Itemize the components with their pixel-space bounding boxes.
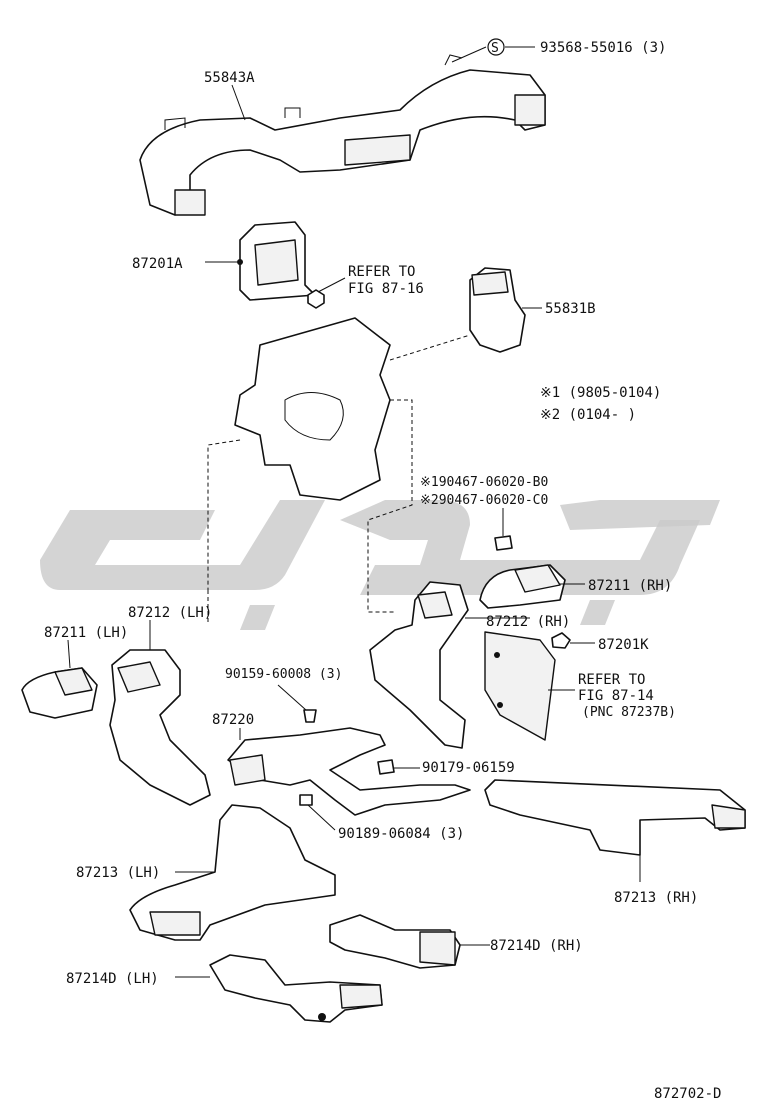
label-87201K: 87201K bbox=[598, 637, 649, 653]
svg-text:S: S bbox=[491, 41, 499, 56]
part-87213-RH bbox=[484, 779, 746, 856]
clip-90179 bbox=[377, 759, 395, 775]
label-55843A: 55843A bbox=[204, 70, 255, 86]
label-87220: 87220 bbox=[212, 712, 254, 728]
label-87213-RH: 87213 (RH) bbox=[614, 890, 698, 906]
part-87201A bbox=[237, 221, 316, 301]
s-mark-icon: S bbox=[487, 38, 505, 56]
part-87220 bbox=[227, 727, 471, 816]
note-1: ※1 (9805-0104) bbox=[540, 385, 661, 401]
label-pnc-87237B: (PNC 87237B) bbox=[582, 705, 676, 720]
label-87212-RH: 87212 (RH) bbox=[486, 614, 570, 630]
label-87214D-LH: 87214D (LH) bbox=[66, 971, 159, 987]
part-87211-LH bbox=[21, 667, 98, 719]
part-87213-LH bbox=[129, 804, 336, 941]
part-87212-LH bbox=[109, 649, 211, 806]
label-90159-60008: 90159-60008 (3) bbox=[225, 667, 342, 682]
label-87212-LH: 87212 (LH) bbox=[128, 605, 212, 621]
bolt-icon bbox=[494, 535, 513, 551]
label-90189-06084: 90189-06084 (3) bbox=[338, 826, 464, 842]
part-55843A bbox=[139, 54, 546, 216]
label-bolt-2: ※290467-06020-C0 bbox=[420, 493, 548, 508]
part-87214D-RH bbox=[329, 914, 461, 969]
part-55831B bbox=[469, 267, 526, 353]
label-bolt-1: ※190467-06020-B0 bbox=[420, 475, 548, 490]
label-fig-87-16: FIG 87-16 bbox=[348, 281, 424, 297]
label-90179-06159: 90179-06159 bbox=[422, 760, 515, 776]
label-87214D-RH: 87214D (RH) bbox=[490, 938, 583, 954]
nut-icon bbox=[307, 289, 325, 309]
watermark-logo bbox=[40, 500, 720, 630]
label-87211-RH: 87211 (RH) bbox=[588, 578, 672, 594]
screw-icon-2 bbox=[299, 794, 313, 806]
note-2: ※2 (0104- ) bbox=[540, 407, 636, 423]
part-87211-RH bbox=[479, 564, 566, 609]
label-55831B: 55831B bbox=[545, 301, 596, 317]
heater-unit-outline bbox=[234, 317, 391, 501]
label-87201A: 87201A bbox=[132, 256, 183, 272]
part-87214D-LH bbox=[209, 954, 383, 1023]
label-87213-LH: 87213 (LH) bbox=[76, 865, 160, 881]
label-refer-to-2: REFER TO bbox=[578, 672, 645, 688]
cover-panel bbox=[484, 631, 556, 741]
clip-87201K bbox=[551, 632, 571, 649]
label-93568-55016: 93568-55016 (3) bbox=[540, 40, 666, 56]
screw-icon bbox=[303, 709, 317, 723]
diagram-id: 872702-D bbox=[654, 1086, 721, 1102]
label-fig-87-14: FIG 87-14 bbox=[578, 688, 654, 704]
label-87211-LH: 87211 (LH) bbox=[44, 625, 128, 641]
label-refer-to-1: REFER TO bbox=[348, 264, 415, 280]
part-87212-RH bbox=[369, 581, 469, 749]
